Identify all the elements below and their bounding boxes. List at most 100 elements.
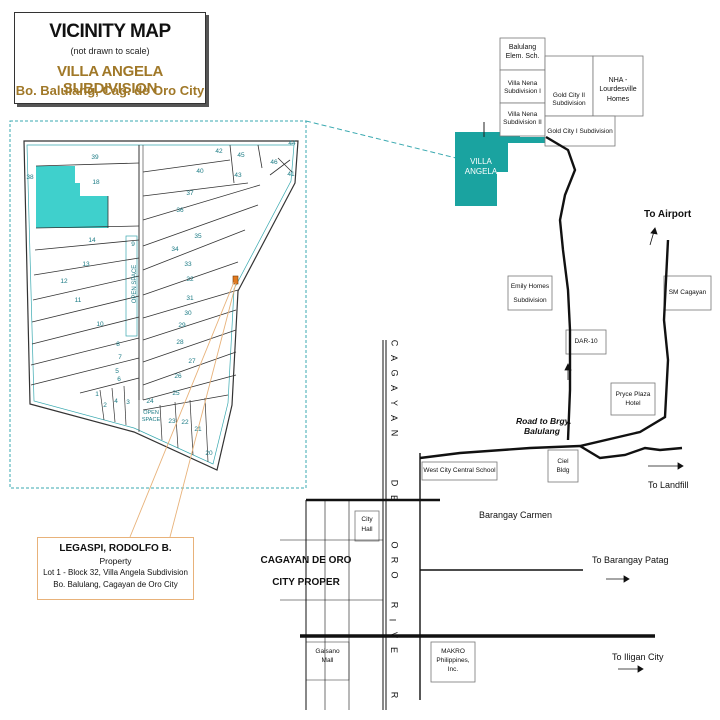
emily-homes-label: Emily Homes <box>510 283 550 290</box>
lot-number-38: 38 <box>26 174 34 181</box>
lot-number-9: 9 <box>131 241 135 248</box>
river-letter: V <box>389 631 400 639</box>
lot-number-12: 12 <box>60 278 68 285</box>
river-letter: N <box>389 429 400 437</box>
bottom-lot-lines <box>99 385 229 463</box>
lot-number-37: 37 <box>186 190 194 197</box>
river-letter: R <box>389 601 400 609</box>
road-to-balulang-label: Road to Brgy. <box>516 416 572 426</box>
gaisano-mall-label-2: Mall <box>321 657 334 664</box>
ciel-bldg-label: Ciel <box>557 458 569 465</box>
landmark-boxes <box>305 37 712 683</box>
road-to-balulang-label-2: Balulang <box>524 426 560 436</box>
makro-label-2: Philippines, <box>436 657 470 664</box>
right-lot-lines <box>142 144 293 401</box>
villa-nena-2-label: Villa Nena <box>507 111 538 118</box>
lot-number-34: 34 <box>171 246 179 253</box>
lot-number-27: 27 <box>188 358 196 365</box>
lot-number-11: 11 <box>74 297 82 304</box>
lot-number-28: 28 <box>176 339 184 346</box>
balulang-school-label-2: Elem. Sch. <box>505 53 540 60</box>
lot-number-2: 2 <box>103 402 107 409</box>
river-letter: R <box>389 691 400 699</box>
river-letter: O <box>389 571 400 579</box>
river-letter: E <box>389 494 400 502</box>
nha-label-2: Lourdesville <box>599 86 637 93</box>
villa-angela-block <box>455 132 546 206</box>
lot-number-23: 23 <box>168 418 176 425</box>
open-space-strip <box>125 235 138 337</box>
subdivision-inner-outline <box>26 144 295 465</box>
lot-number-43: 43 <box>234 172 242 179</box>
lot-number-29: 29 <box>178 322 186 329</box>
villa-nena-2-label-2: Subdivision II <box>503 119 542 126</box>
city-hall-label-2: Hall <box>361 526 373 533</box>
lot-number-46: 46 <box>270 159 278 166</box>
subdivision-outline <box>23 140 299 471</box>
lot-number-44: 44 <box>288 140 296 147</box>
villa-angela-label-2: ANGELA <box>464 167 498 176</box>
gold-city-2-label-2: Subdivision <box>552 100 586 107</box>
owner-name: LEGASPI, RODOLFO B. <box>59 543 172 554</box>
lot-number-30: 30 <box>184 310 192 317</box>
highlighted-lots <box>36 166 108 228</box>
river-letter: O <box>389 541 400 549</box>
inset-connector <box>305 120 457 159</box>
river-letter: A <box>389 414 400 422</box>
lot-number-39: 39 <box>91 154 99 161</box>
gold-city-2-label: Gold City II <box>552 92 586 99</box>
makro-label-3: Inc. <box>447 666 459 673</box>
map-heading: VICINITY MAP <box>49 21 171 42</box>
title-box: VICINITY MAP (not drawn to scale) VILLA … <box>14 12 206 104</box>
lot-number-22: 22 <box>181 419 189 426</box>
property-address: Bo. Balulang, Cagayan de Oro City <box>53 580 178 589</box>
villa-nena-1-label-2: Subdivision I <box>504 88 541 95</box>
lot-number-40: 40 <box>196 168 204 175</box>
lot-number-35: 35 <box>194 233 202 240</box>
inset-frame <box>9 120 307 489</box>
lot-number-3: 3 <box>126 399 130 406</box>
to-patag-label: To Barangay Patag <box>592 555 669 565</box>
lot-number-6: 6 <box>117 376 121 383</box>
subdivision-name: VILLA ANGELA SUBDIVISION <box>56 63 164 97</box>
pryce-plaza-label: Pryce Plaza <box>615 391 651 398</box>
river-letter: G <box>389 369 400 377</box>
lot-number-45: 45 <box>237 152 245 159</box>
open-space-1-label: OPEN SPACE <box>132 264 138 304</box>
open-space-2-label: OPEN SPACE <box>141 410 161 423</box>
emily-homes-label-2: Subdivision <box>513 297 547 304</box>
sm-cagayan-label: SM Cagayan <box>668 289 707 296</box>
lot-number-33: 33 <box>184 261 192 268</box>
property-info-box: LEGASPI, RODOLFO B. Property Lot 1 - Blo… <box>37 537 194 600</box>
left-lot-lines <box>30 162 140 394</box>
river-letter: E <box>389 646 400 654</box>
lot-number-18: 18 <box>92 179 100 186</box>
city-hall-label: City <box>361 516 373 523</box>
river-letter: D <box>389 479 400 487</box>
west-city-school-label: West City Central School <box>423 467 496 474</box>
location-name: Bo. Balulang, Cag. de Oro City <box>15 83 205 98</box>
pryce-plaza-label-2: Hotel <box>625 400 641 407</box>
villa-nena-1-label: Villa Nena <box>507 80 538 87</box>
lot-number-10: 10 <box>96 321 104 328</box>
to-airport-label: To Airport <box>644 209 692 220</box>
lot-number-7: 7 <box>118 354 122 361</box>
lot-number-1: 1 <box>95 391 99 398</box>
makro-label: MAKRO <box>441 648 465 655</box>
nha-label-3: Homes <box>606 96 630 103</box>
lot-number-8: 8 <box>116 341 120 348</box>
property-leader-lines <box>129 281 237 538</box>
direction-arrows <box>564 227 684 673</box>
balulang-school-label: Balulang <box>508 44 537 51</box>
lot-number-41: 41 <box>287 171 295 178</box>
city-roads <box>280 498 655 710</box>
to-landfill-label: To Landfill <box>648 480 689 490</box>
balulang-school-box <box>499 37 546 71</box>
river-letter: C <box>389 339 400 347</box>
river-letter: A <box>389 354 400 362</box>
lot-number-24: 24 <box>146 398 154 405</box>
lot-number-36: 36 <box>176 207 184 214</box>
river-letter: Y <box>389 399 400 407</box>
dar-label: DAR-10 <box>574 338 598 345</box>
